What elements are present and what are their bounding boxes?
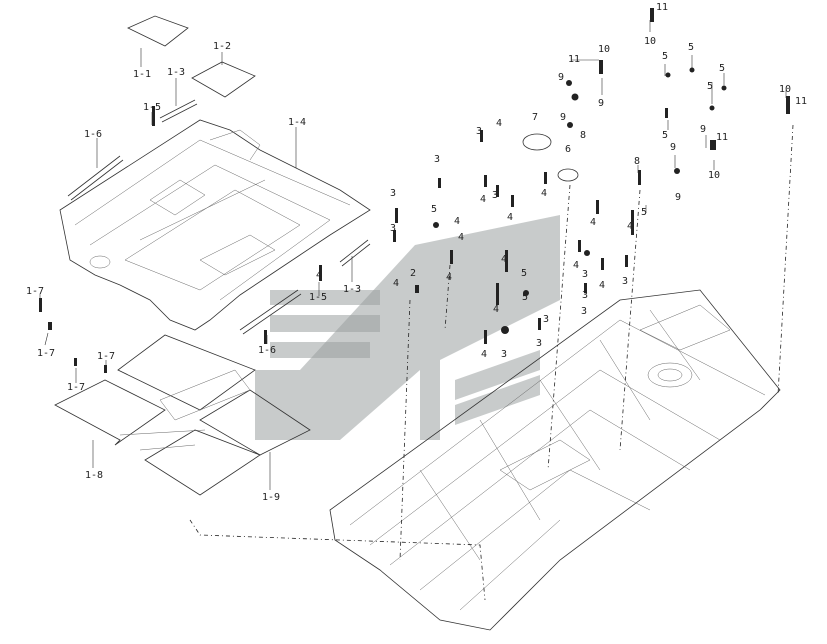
strip-1-6-lower	[239, 289, 302, 335]
label-11-mid: 11	[716, 132, 728, 143]
fastener-icons	[39, 8, 790, 373]
label-1-7-b: 1-7	[37, 348, 55, 359]
strip-1-3-lower	[339, 239, 371, 267]
label-4-d: 4	[507, 212, 513, 223]
chassis-frame	[329, 289, 781, 631]
label-9-e: 9	[670, 142, 676, 153]
label-4-l: 4	[627, 221, 633, 232]
label-10-top: 10	[644, 36, 656, 47]
label-4-c: 4	[480, 194, 486, 205]
label-8-b: 8	[634, 156, 640, 167]
label-1-7-d: 1-7	[97, 351, 115, 362]
label-4-m: 4	[493, 304, 499, 315]
lower-floor-mats	[54, 334, 311, 496]
label-3-g: 3	[622, 276, 628, 287]
label-1-7-a: 1-7	[26, 286, 44, 297]
pad-1-2	[191, 61, 256, 98]
label-5-a: 5	[662, 51, 668, 62]
label-3-l: 3	[543, 314, 549, 325]
label-9-a: 9	[558, 72, 564, 83]
label-3-i: 3	[536, 338, 542, 349]
label-4-j: 4	[573, 260, 579, 271]
label-9-f: 9	[675, 192, 681, 203]
label-8-a: 8	[580, 130, 586, 141]
watermark-logo	[255, 215, 560, 440]
label-3-j: 3	[501, 349, 507, 360]
label-5-f: 5	[641, 207, 647, 218]
label-1-3-top: 1-3	[167, 67, 185, 78]
label-4-k: 4	[599, 280, 605, 291]
label-4-f: 4	[454, 216, 460, 227]
label-5-d: 5	[719, 63, 725, 74]
label-3-f: 3	[582, 269, 588, 280]
label-2: 2	[410, 268, 416, 279]
label-3-a: 3	[476, 126, 482, 137]
label-3-d: 3	[390, 188, 396, 199]
label-3-h: 3	[581, 306, 587, 317]
label-4-g: 4	[446, 272, 452, 283]
label-11-top: 11	[656, 2, 668, 13]
leader-lines	[39, 20, 787, 490]
strip-1-6-upper	[67, 155, 124, 201]
label-4-h: 4	[501, 254, 507, 265]
label-3-b: 3	[434, 154, 440, 165]
floor-carpet-assembly	[59, 119, 371, 331]
label-4-n: 4	[481, 349, 487, 360]
label-1-6-top: 1-6	[84, 129, 102, 140]
label-10-mid: 10	[708, 170, 720, 181]
label-5-i: 5	[522, 292, 528, 303]
label-1-9: 1-9	[262, 492, 280, 503]
label-1-6-bottom: 1-6	[258, 345, 276, 356]
label-4-i: 4	[393, 278, 399, 289]
label-4-p: 4	[458, 232, 464, 243]
label-1-4: 1-4	[288, 117, 306, 128]
label-9-b: 9	[598, 98, 604, 109]
label-1-3-bottom: 1-3	[343, 284, 361, 295]
label-1-5-top: 1-5	[143, 102, 161, 113]
label-4-a: 4	[496, 118, 502, 129]
label-4-o: 4	[316, 270, 322, 281]
label-5-e: 5	[662, 130, 668, 141]
label-4-e: 4	[590, 217, 596, 228]
label-10-upper: 10	[598, 44, 610, 55]
label-9-d: 9	[700, 124, 706, 135]
strip-1-3-upper	[159, 99, 198, 123]
label-5-g: 5	[431, 204, 437, 215]
label-1-5-bottom: 1-5	[309, 292, 327, 303]
label-5-b: 5	[688, 42, 694, 53]
label-1-7-c: 1-7	[67, 382, 85, 393]
label-7: 7	[532, 112, 538, 123]
label-1-2: 1-2	[213, 41, 231, 52]
label-9-c: 9	[560, 112, 566, 123]
label-10-right: 10	[779, 84, 791, 95]
label-6: 6	[565, 144, 571, 155]
label-3-e: 3	[390, 223, 396, 234]
pad-1-1	[127, 15, 189, 47]
label-1-8: 1-8	[85, 470, 103, 481]
label-11-upper: 11	[568, 54, 580, 65]
label-5-c: 5	[707, 81, 713, 92]
label-1-1: 1-1	[133, 69, 151, 80]
label-11-right: 11	[795, 96, 807, 107]
alignment-lines	[189, 124, 794, 601]
label-3-k: 3	[582, 290, 588, 301]
label-5-h: 5	[521, 268, 527, 279]
label-3-c: 3	[492, 190, 498, 201]
label-4-b: 4	[541, 188, 547, 199]
